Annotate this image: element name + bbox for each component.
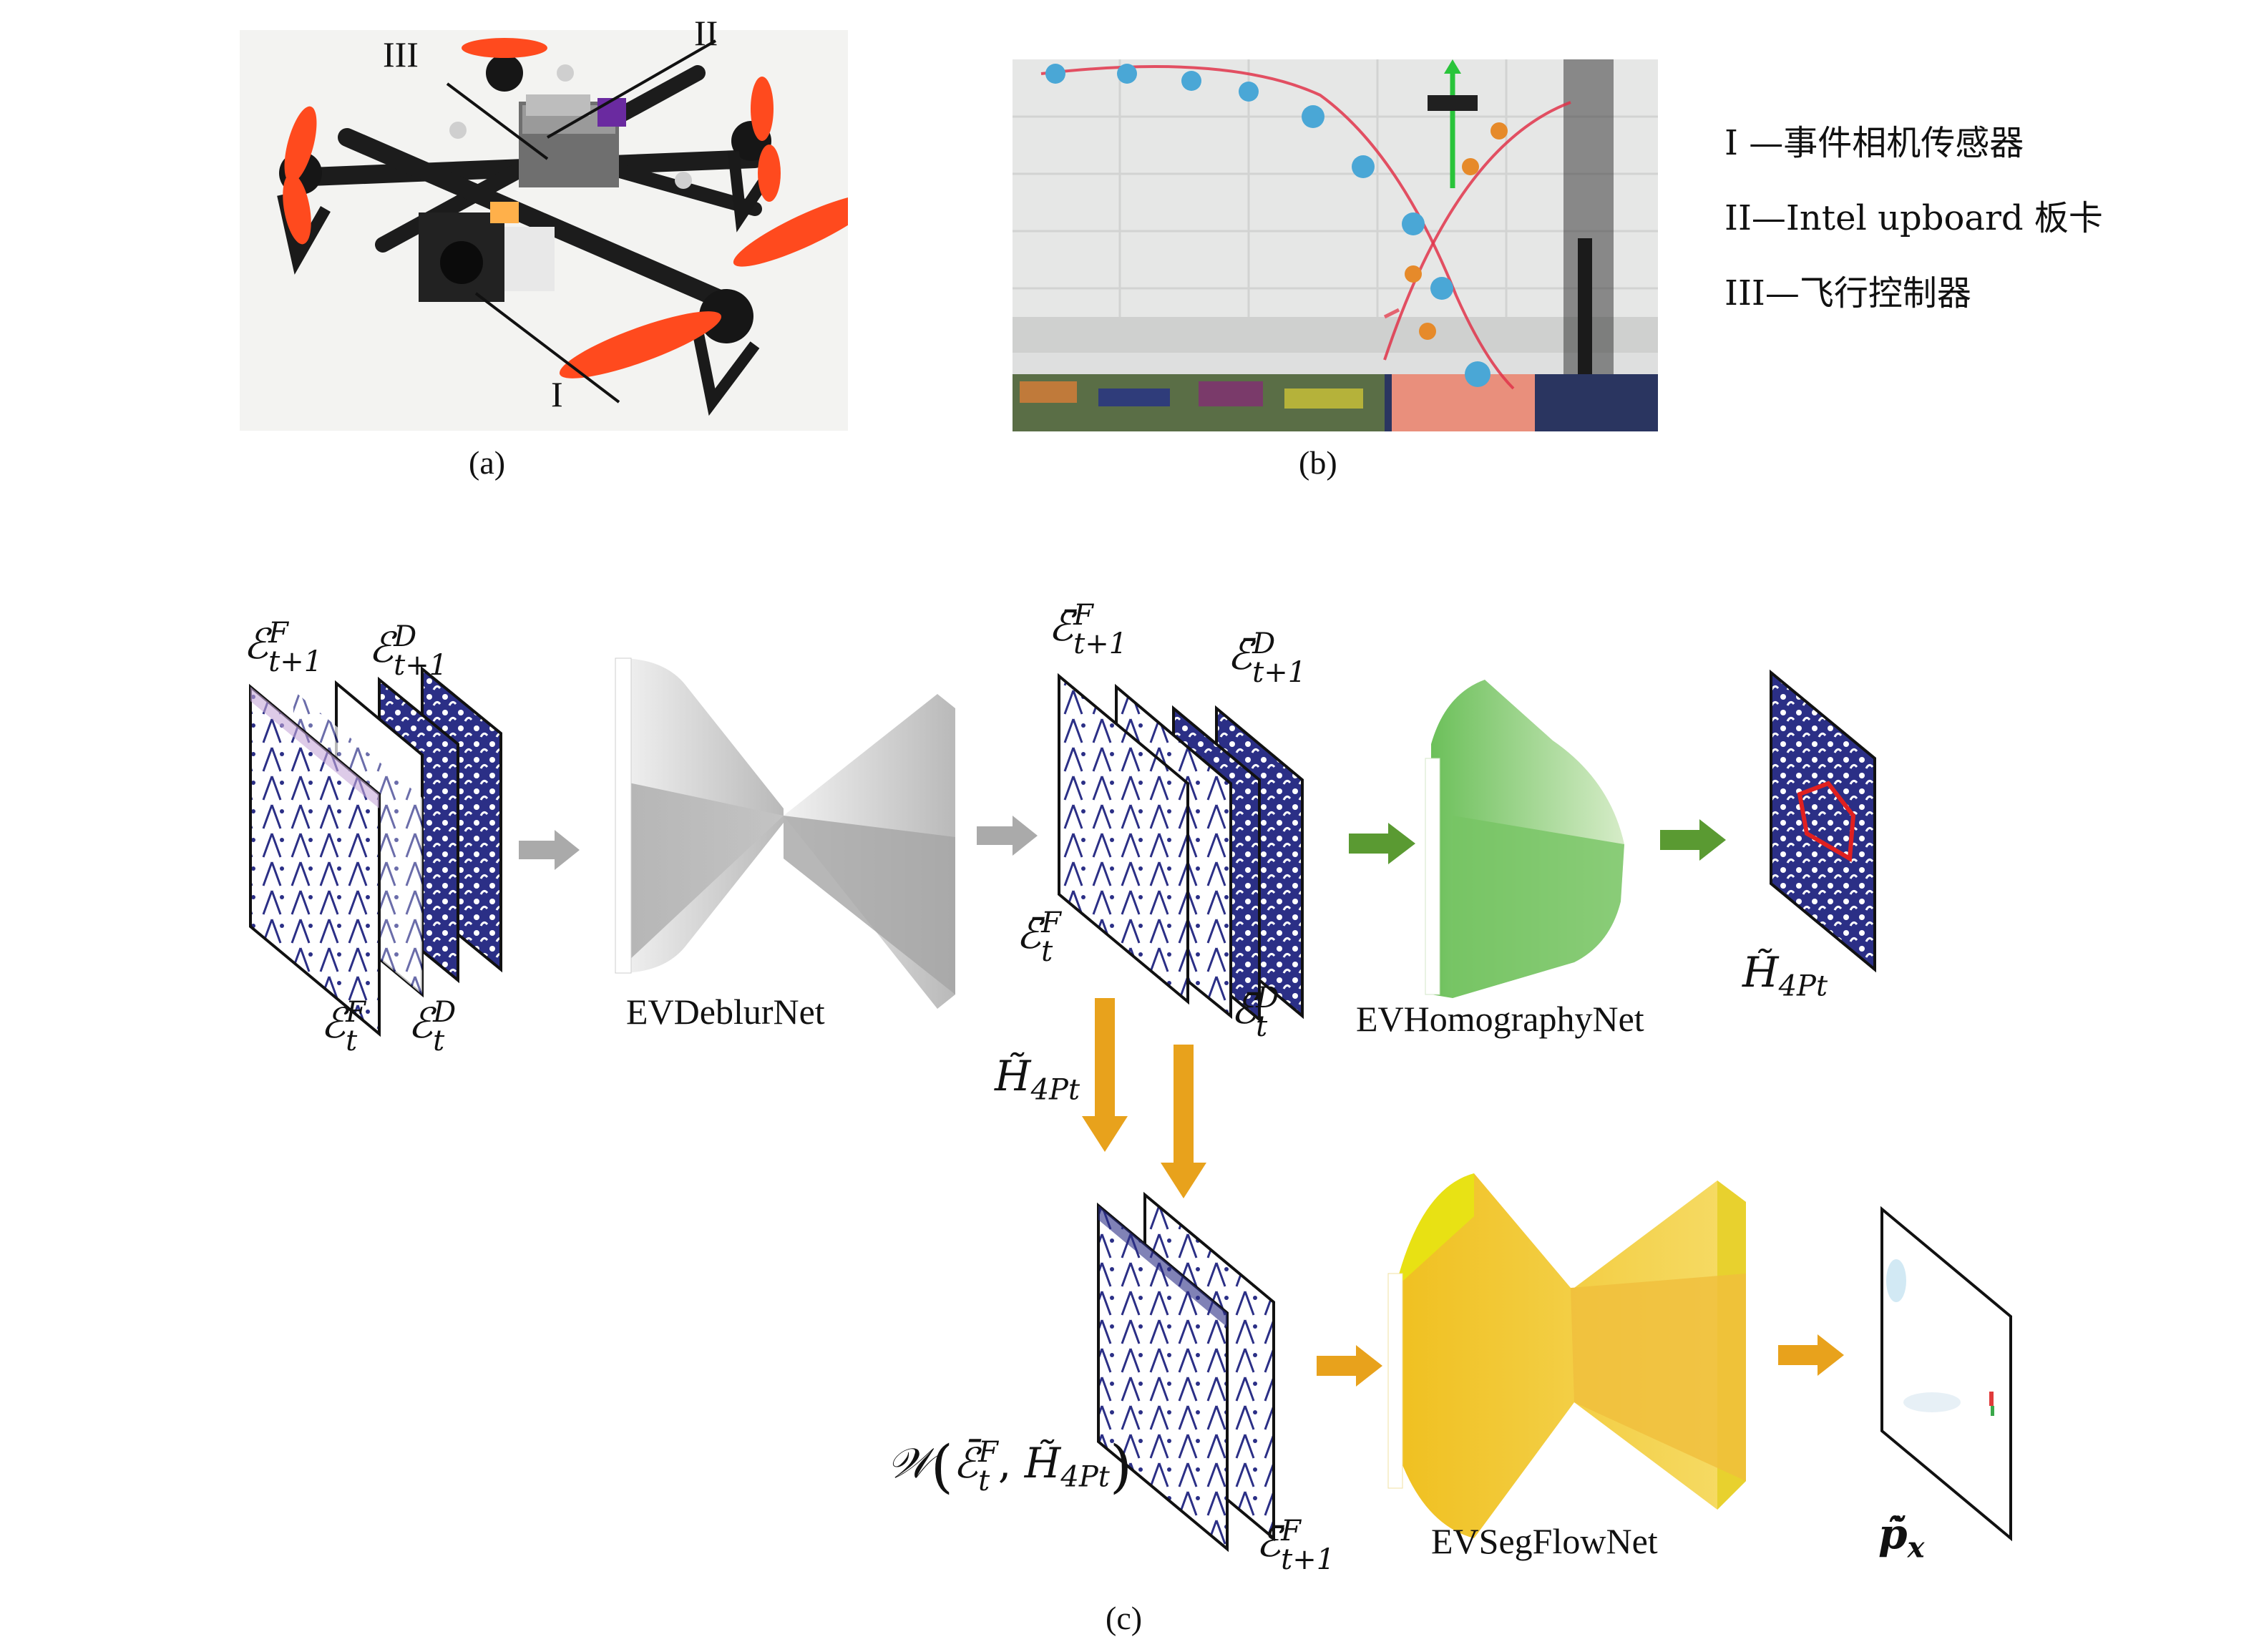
arrow-orange-right-1 <box>1317 1345 1382 1387</box>
arrow-green-1 <box>1349 823 1415 864</box>
panel-a-caption: (a) <box>469 444 506 481</box>
legend-item-1: I —事件相机传感器 <box>1724 123 2024 163</box>
trajectory-illustration <box>1013 59 1658 431</box>
drone-illustration <box>240 30 877 431</box>
callout-i: I <box>551 374 563 414</box>
callout-ii: II <box>694 13 718 53</box>
panel-b-photo <box>1013 59 1658 431</box>
panel-c-caption: (c) <box>1106 1600 1143 1636</box>
label-h-4pt-output: H̃4Pt <box>1742 948 1828 1003</box>
label-p-x: p̃̇x <box>1878 1510 1925 1565</box>
arrow-gray-1 <box>519 830 580 870</box>
evdeblurnet-label: EVDeblurNet <box>626 992 825 1032</box>
callout-iii: III <box>383 34 419 74</box>
panel-a-photo: III II I <box>240 13 877 431</box>
arrow-orange-down-2 <box>1161 1045 1206 1198</box>
panel-b-caption: (b) <box>1299 444 1337 481</box>
label-h-4pt-input: H̃4Pt <box>995 1052 1080 1107</box>
warped-event-stack <box>1097 1191 1275 1553</box>
arrow-orange-down-1 <box>1082 998 1128 1152</box>
evsegflownet-label: EVSegFlowNet <box>1431 1521 1658 1561</box>
arrow-green-2 <box>1660 819 1726 861</box>
homography-output <box>1770 669 1876 973</box>
legend-item-3: III—飞行控制器 <box>1724 273 1971 313</box>
flow-output <box>1880 1206 2012 1542</box>
arrow-orange-right-2 <box>1778 1334 1844 1376</box>
evhomographynet-block <box>1425 680 1624 998</box>
input-event-stack <box>249 665 502 1037</box>
evdeblurnet-block <box>615 658 955 1009</box>
legend-item-2: II—Intel upboard 板卡 <box>1724 198 2103 238</box>
evhomographynet-label: EVHomographyNet <box>1356 999 1644 1039</box>
evsegflownet-block <box>1387 1173 1746 1538</box>
arrow-gray-2 <box>977 816 1038 856</box>
deblurred-event-stack <box>1058 673 1304 1023</box>
